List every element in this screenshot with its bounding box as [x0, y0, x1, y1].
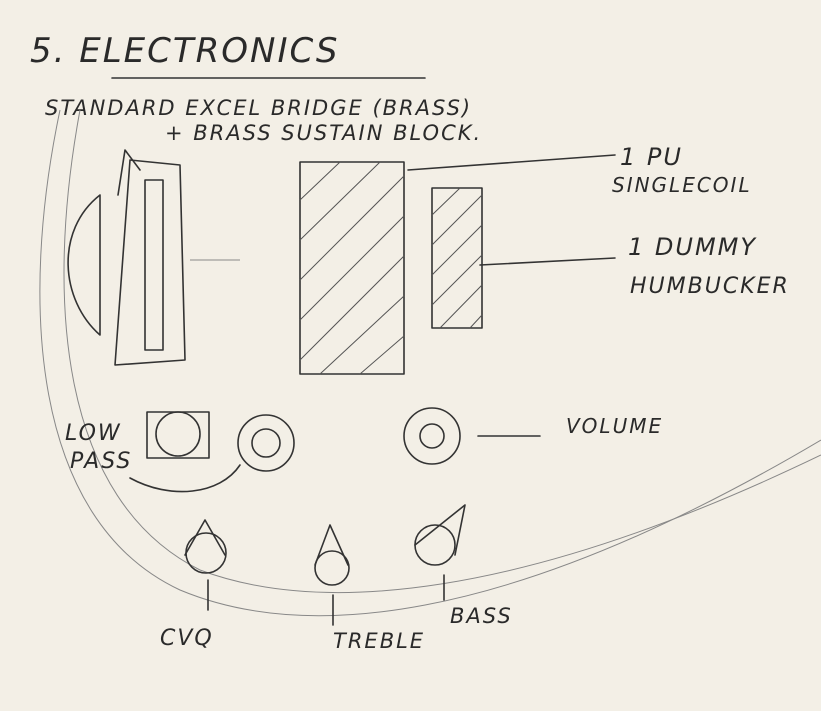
sketch-title: 5. ELECTRONICS — [30, 31, 339, 71]
body-outline-outer — [39, 109, 821, 617]
bridge-note-line1: STANDARD EXCEL BRIDGE (BRASS) — [45, 96, 472, 120]
humbucker-arrow — [479, 257, 616, 266]
dummy-label-1: 1 DUMMY — [628, 233, 757, 261]
bass-knob — [414, 504, 466, 601]
cvq-knob — [184, 519, 227, 611]
lowpass-arrow — [129, 464, 241, 493]
lowpass-label-2: PASS — [70, 449, 132, 474]
knob-label-treble: TREBLE — [333, 629, 425, 653]
pickup-arrow — [407, 154, 616, 171]
single-coil-pickup — [299, 161, 405, 375]
bridge-note-line2: + BRASS SUSTAIN BLOCK. — [165, 121, 482, 145]
volume-knob — [403, 407, 461, 465]
volume-label: VOLUME — [566, 414, 663, 438]
low-pass-switch — [146, 411, 210, 459]
dummy-humbucker — [431, 187, 483, 329]
knob-label-cvq: CVQ — [160, 626, 214, 651]
pickup-label-2: SINGLECOIL — [612, 173, 752, 197]
pickup-label-1: 1 PU — [620, 143, 683, 171]
knob-label-bass: BASS — [450, 604, 513, 628]
lowpass-label-1: LOW — [65, 421, 122, 446]
dummy-label-2: HUMBUCKER — [630, 274, 790, 299]
treble-knob — [314, 524, 350, 626]
low-pass-knob — [237, 414, 295, 472]
bridge-drawing — [67, 149, 240, 366]
body-outline-inner — [63, 109, 821, 593]
